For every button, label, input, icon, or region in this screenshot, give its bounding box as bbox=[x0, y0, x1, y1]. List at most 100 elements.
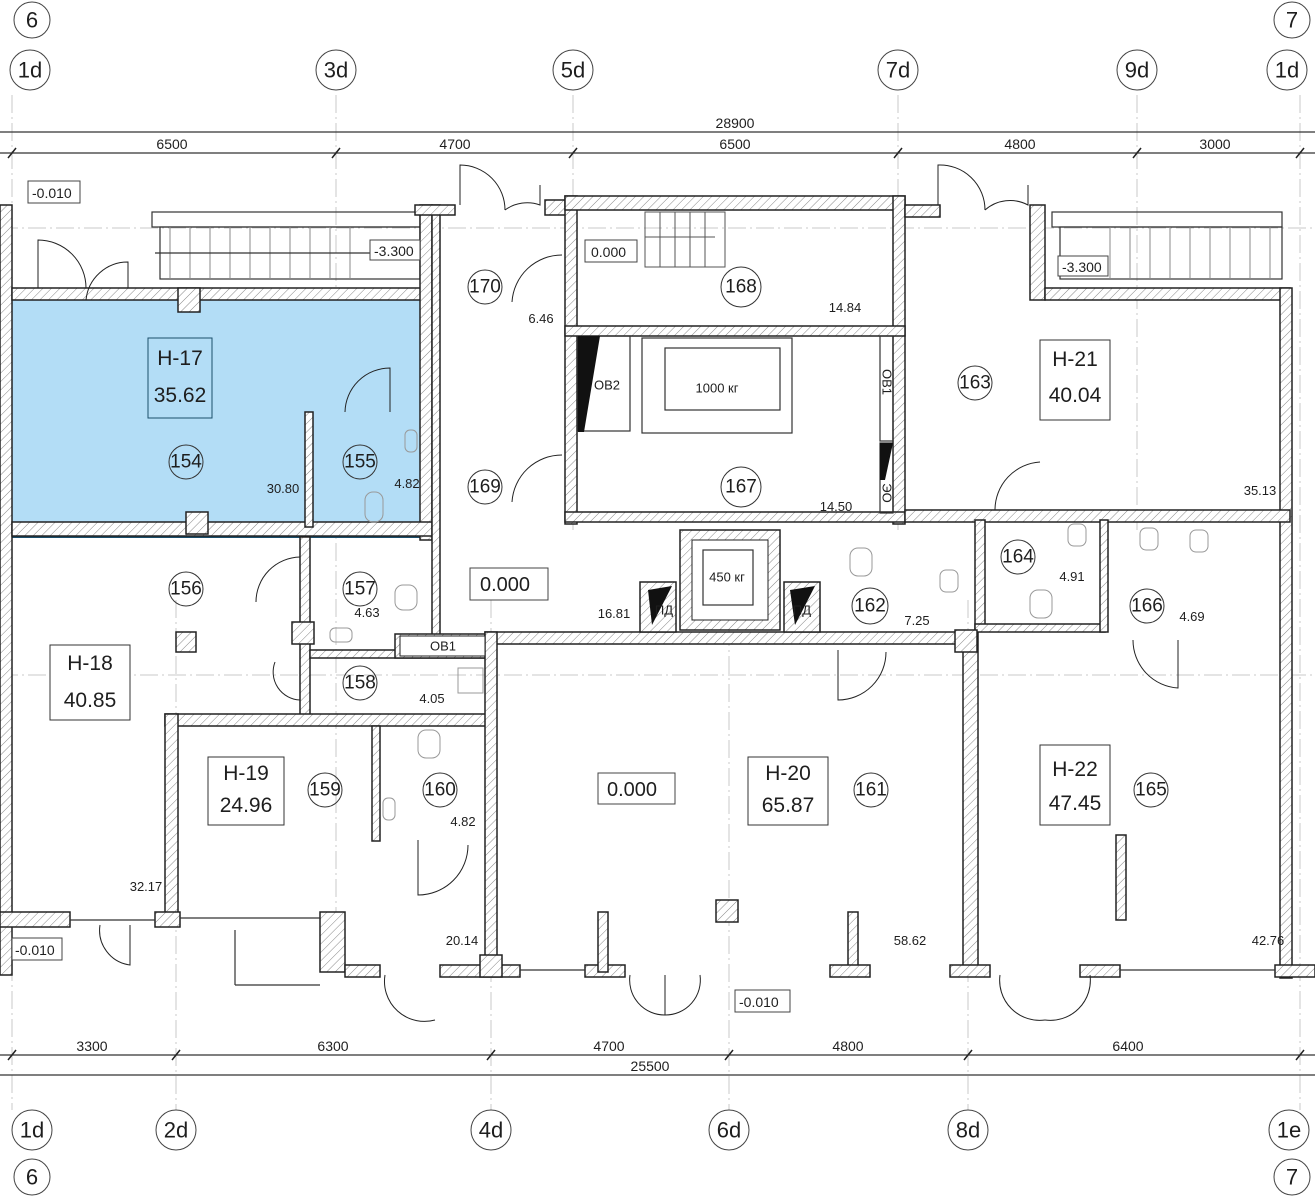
apartment-h17[interactable]: Н-17 35.62 bbox=[147, 337, 213, 419]
elevator-small-label: 450 кг bbox=[709, 570, 745, 585]
room-number: 166 bbox=[1131, 596, 1163, 617]
room-area: 4.69 bbox=[1179, 609, 1204, 624]
apartment-id: Н-17 bbox=[157, 347, 203, 370]
apartment-h20[interactable]: Н-20 65.87 bbox=[747, 756, 829, 826]
dim-top-total: 28900 bbox=[716, 115, 755, 131]
dim-bottom: 3300 bbox=[76, 1038, 107, 1054]
shaft-label: ЭО bbox=[880, 483, 895, 502]
axis-label: 9d bbox=[1125, 58, 1149, 83]
room-area: 42.76 bbox=[1252, 933, 1285, 948]
room-area: 6.46 bbox=[528, 311, 553, 326]
axis-label: 5d bbox=[561, 58, 585, 83]
shaft-label: ОВ2 bbox=[594, 378, 620, 393]
level-mark: -3.300 bbox=[374, 243, 414, 259]
room-area: 58.62 bbox=[894, 933, 927, 948]
apartment-area: 40.04 bbox=[1049, 384, 1102, 407]
room-number: 165 bbox=[1135, 780, 1167, 801]
room-number: 168 bbox=[725, 277, 757, 298]
apartment-area: 35.62 bbox=[154, 384, 207, 407]
level-mark: -0.010 bbox=[32, 185, 72, 201]
room-number: 159 bbox=[309, 780, 341, 801]
axis-label: 6d bbox=[717, 1118, 741, 1143]
room-number: 167 bbox=[725, 477, 757, 498]
dim-top: 6500 bbox=[719, 136, 750, 152]
room-number: 164 bbox=[1002, 547, 1034, 568]
smoke-shaft-label: ПД bbox=[793, 603, 811, 618]
room-number: 155 bbox=[344, 452, 376, 473]
level-mark: 0.000 bbox=[607, 779, 657, 801]
axis-label: 7d bbox=[886, 58, 910, 83]
room-number: 169 bbox=[469, 477, 501, 498]
level-marks: -0.010 -3.300 -3.300 0.000 0.000 0.000 -… bbox=[11, 180, 1109, 1013]
room-area: 32.17 bbox=[130, 879, 163, 894]
dim-bottom: 4800 bbox=[832, 1038, 863, 1054]
axis-markers: 6 7 1d 3d 5d 7d 9d 1d 1d 2d 4d 6d 8d 1e … bbox=[9, 1, 1311, 1196]
room-area: 4.91 bbox=[1059, 569, 1084, 584]
level-mark: 0.000 bbox=[480, 574, 530, 596]
shafts bbox=[577, 335, 894, 625]
room-number: 156 bbox=[170, 579, 202, 600]
room-area: 4.63 bbox=[354, 605, 379, 620]
axis-label: 1d bbox=[20, 1118, 44, 1143]
axis-label: 6 bbox=[26, 1165, 38, 1190]
room-number: 157 bbox=[344, 579, 376, 600]
apartment-h22[interactable]: Н-22 47.45 bbox=[1039, 744, 1111, 826]
shaft-label: ОВ1 bbox=[430, 639, 456, 654]
room-area: 7.25 bbox=[904, 613, 929, 628]
room-number: 162 bbox=[854, 596, 886, 617]
room-area: 35.13 bbox=[1244, 483, 1277, 498]
level-mark: -3.300 bbox=[1062, 259, 1102, 275]
axis-label: 7 bbox=[1286, 1165, 1298, 1190]
dim-top: 4800 bbox=[1004, 136, 1035, 152]
room-number: 154 bbox=[170, 452, 202, 473]
apartment-h19[interactable]: Н-19 24.96 bbox=[207, 756, 285, 826]
axis-label: 6 bbox=[26, 8, 38, 33]
room-number: 158 bbox=[344, 673, 376, 694]
room-area: 16.81 bbox=[598, 606, 631, 621]
apartment-labels: Н-17 35.62 Н-18 40.85 Н-19 24.96 Н-20 65… bbox=[49, 337, 1111, 826]
room-number: 163 bbox=[959, 373, 991, 394]
apartment-id: Н-19 bbox=[223, 762, 269, 785]
apartment-area: 24.96 bbox=[220, 794, 273, 817]
dim-top: 4700 bbox=[439, 136, 470, 152]
apartment-id: Н-18 bbox=[67, 652, 113, 675]
axis-label: 1e bbox=[1277, 1118, 1301, 1143]
room-number: 170 bbox=[469, 277, 501, 298]
plumbing-fixtures bbox=[329, 429, 1209, 821]
unit-h17-highlight[interactable] bbox=[9, 289, 433, 538]
dim-top: 3000 bbox=[1199, 136, 1230, 152]
equipment-labels: 1000 кг 450 кг ОВ2 ОВ1 ЭО ОВ1 ПД ПД bbox=[399, 369, 895, 657]
room-area: 4.82 bbox=[450, 814, 475, 829]
room-number: 160 bbox=[424, 780, 456, 801]
apartment-area: 65.87 bbox=[762, 794, 815, 817]
room-number: 161 bbox=[855, 780, 887, 801]
dim-bottom: 6300 bbox=[317, 1038, 348, 1054]
apartment-id: Н-21 bbox=[1052, 348, 1098, 371]
shaft-label: ОВ1 bbox=[880, 369, 895, 395]
axis-label: 7 bbox=[1286, 8, 1298, 33]
dimension-lines: 28900 6500 4700 6500 4800 3000 3300 6300… bbox=[0, 115, 1315, 1076]
room-areas: 30.80 4.82 32.17 4.63 4.05 20.14 4.82 58… bbox=[130, 300, 1285, 948]
axis-label: 4d bbox=[479, 1118, 503, 1143]
elevator-large-label: 1000 кг bbox=[696, 381, 739, 396]
doors bbox=[37, 164, 1179, 1022]
apartment-id: Н-22 bbox=[1052, 758, 1098, 781]
level-mark: -0.010 bbox=[15, 942, 55, 958]
room-area: 30.80 bbox=[267, 481, 300, 496]
axis-label: 3d bbox=[324, 58, 348, 83]
room-area: 20.14 bbox=[446, 933, 479, 948]
apartment-id: Н-20 bbox=[765, 762, 811, 785]
apartment-area: 40.85 bbox=[64, 689, 117, 712]
level-mark: -0.010 bbox=[739, 994, 779, 1010]
axis-label: 1d bbox=[1275, 58, 1299, 83]
level-mark: 0.000 bbox=[591, 244, 626, 260]
dim-top: 6500 bbox=[156, 136, 187, 152]
room-area: 14.84 bbox=[829, 300, 862, 315]
apartment-h21[interactable]: Н-21 40.04 bbox=[1039, 339, 1111, 421]
axis-label: 2d bbox=[164, 1118, 188, 1143]
dim-bottom: 6400 bbox=[1112, 1038, 1143, 1054]
dim-bottom-total: 25500 bbox=[631, 1058, 670, 1074]
apartment-h18[interactable]: Н-18 40.85 bbox=[49, 644, 131, 721]
dim-bottom: 4700 bbox=[593, 1038, 624, 1054]
